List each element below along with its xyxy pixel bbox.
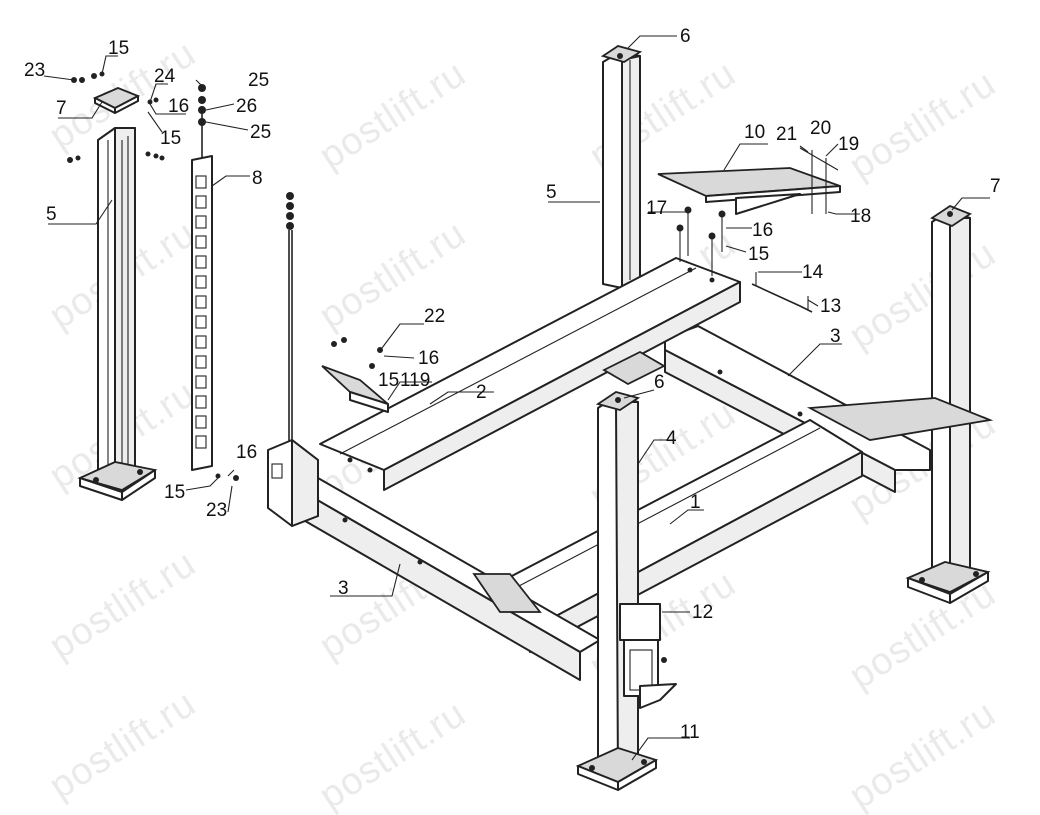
callout-label: 1 — [690, 492, 701, 513]
callout-label: 6 — [680, 26, 691, 47]
safety-ladder — [191, 84, 239, 481]
callout-label: 11 — [680, 722, 700, 743]
callout-label: 16 — [168, 96, 189, 117]
leader-lines — [43, 35, 990, 761]
left-column-assembly — [67, 71, 165, 501]
callout-label: 7 — [56, 98, 67, 119]
callout-label: 10 — [744, 122, 765, 143]
cable-rod — [286, 192, 294, 450]
callout-label: 15 — [160, 128, 181, 149]
front-power-column — [575, 391, 677, 791]
ladder-bar — [191, 155, 213, 471]
callout-label: 14 — [802, 262, 824, 283]
callout-labels: 15 23 24 16 7 15 25 26 25 8 5 16 15 23 6… — [24, 26, 1001, 743]
watermark: postlift.ru — [842, 62, 1003, 187]
watermark: postlift.ru — [312, 692, 473, 815]
callout-label: 16 — [418, 348, 439, 369]
callout-label: 25 — [250, 122, 271, 143]
power-unit-pump — [619, 603, 661, 641]
callout-label: 3 — [338, 578, 349, 599]
callout-label: 3 — [830, 326, 841, 347]
callout-label: 16 — [236, 442, 257, 463]
callout-label: 25 — [248, 70, 269, 91]
callout-label: 19 — [838, 134, 859, 155]
callout-label: 17 — [646, 198, 667, 219]
callout-label: 15 — [164, 482, 185, 503]
callout-label: 6 — [654, 372, 665, 393]
watermark: postlift.ru — [312, 212, 473, 337]
bracket-119 — [321, 337, 389, 413]
rear-left-column — [600, 45, 643, 289]
callout-label: 7 — [990, 176, 1001, 197]
callout-label: 22 — [424, 306, 445, 327]
callout-label: 8 — [252, 168, 263, 189]
callout-label: 15 — [748, 244, 769, 265]
callout-label: 2 — [476, 382, 487, 403]
callout-label: 18 — [850, 206, 871, 227]
callout-label: 24 — [154, 66, 176, 87]
callout-label: 5 — [546, 182, 557, 203]
fasteners-runway — [676, 206, 726, 276]
callout-label: 16 — [752, 220, 773, 241]
watermark: postlift.ru — [312, 52, 473, 177]
callout-label: 15 — [378, 370, 399, 391]
callout-label: 5 — [46, 204, 57, 225]
callout-label: 12 — [692, 602, 713, 623]
ramp-10 — [657, 147, 841, 215]
rear-right-column — [905, 204, 991, 604]
callout-label: 20 — [810, 118, 831, 139]
callout-label: 23 — [206, 500, 227, 521]
callout-label: 13 — [820, 296, 841, 317]
callout-label: 23 — [24, 60, 45, 81]
callout-label: 119 — [400, 370, 430, 391]
callout-label: 21 — [776, 124, 797, 145]
runway-2 — [319, 257, 741, 491]
watermark: postlift.ru — [42, 682, 203, 807]
ramp-plate — [806, 397, 994, 441]
watermark: postlift.ru — [842, 692, 1003, 815]
pin-assembly — [751, 272, 813, 313]
wheel-stop — [472, 573, 542, 613]
callout-label: 4 — [666, 428, 677, 449]
callout-label: 15 — [108, 38, 129, 59]
watermark: postlift.ru — [842, 232, 1003, 357]
watermark: postlift.ru — [42, 542, 203, 667]
runway-bracket — [602, 350, 666, 386]
callout-label: 26 — [236, 96, 257, 117]
